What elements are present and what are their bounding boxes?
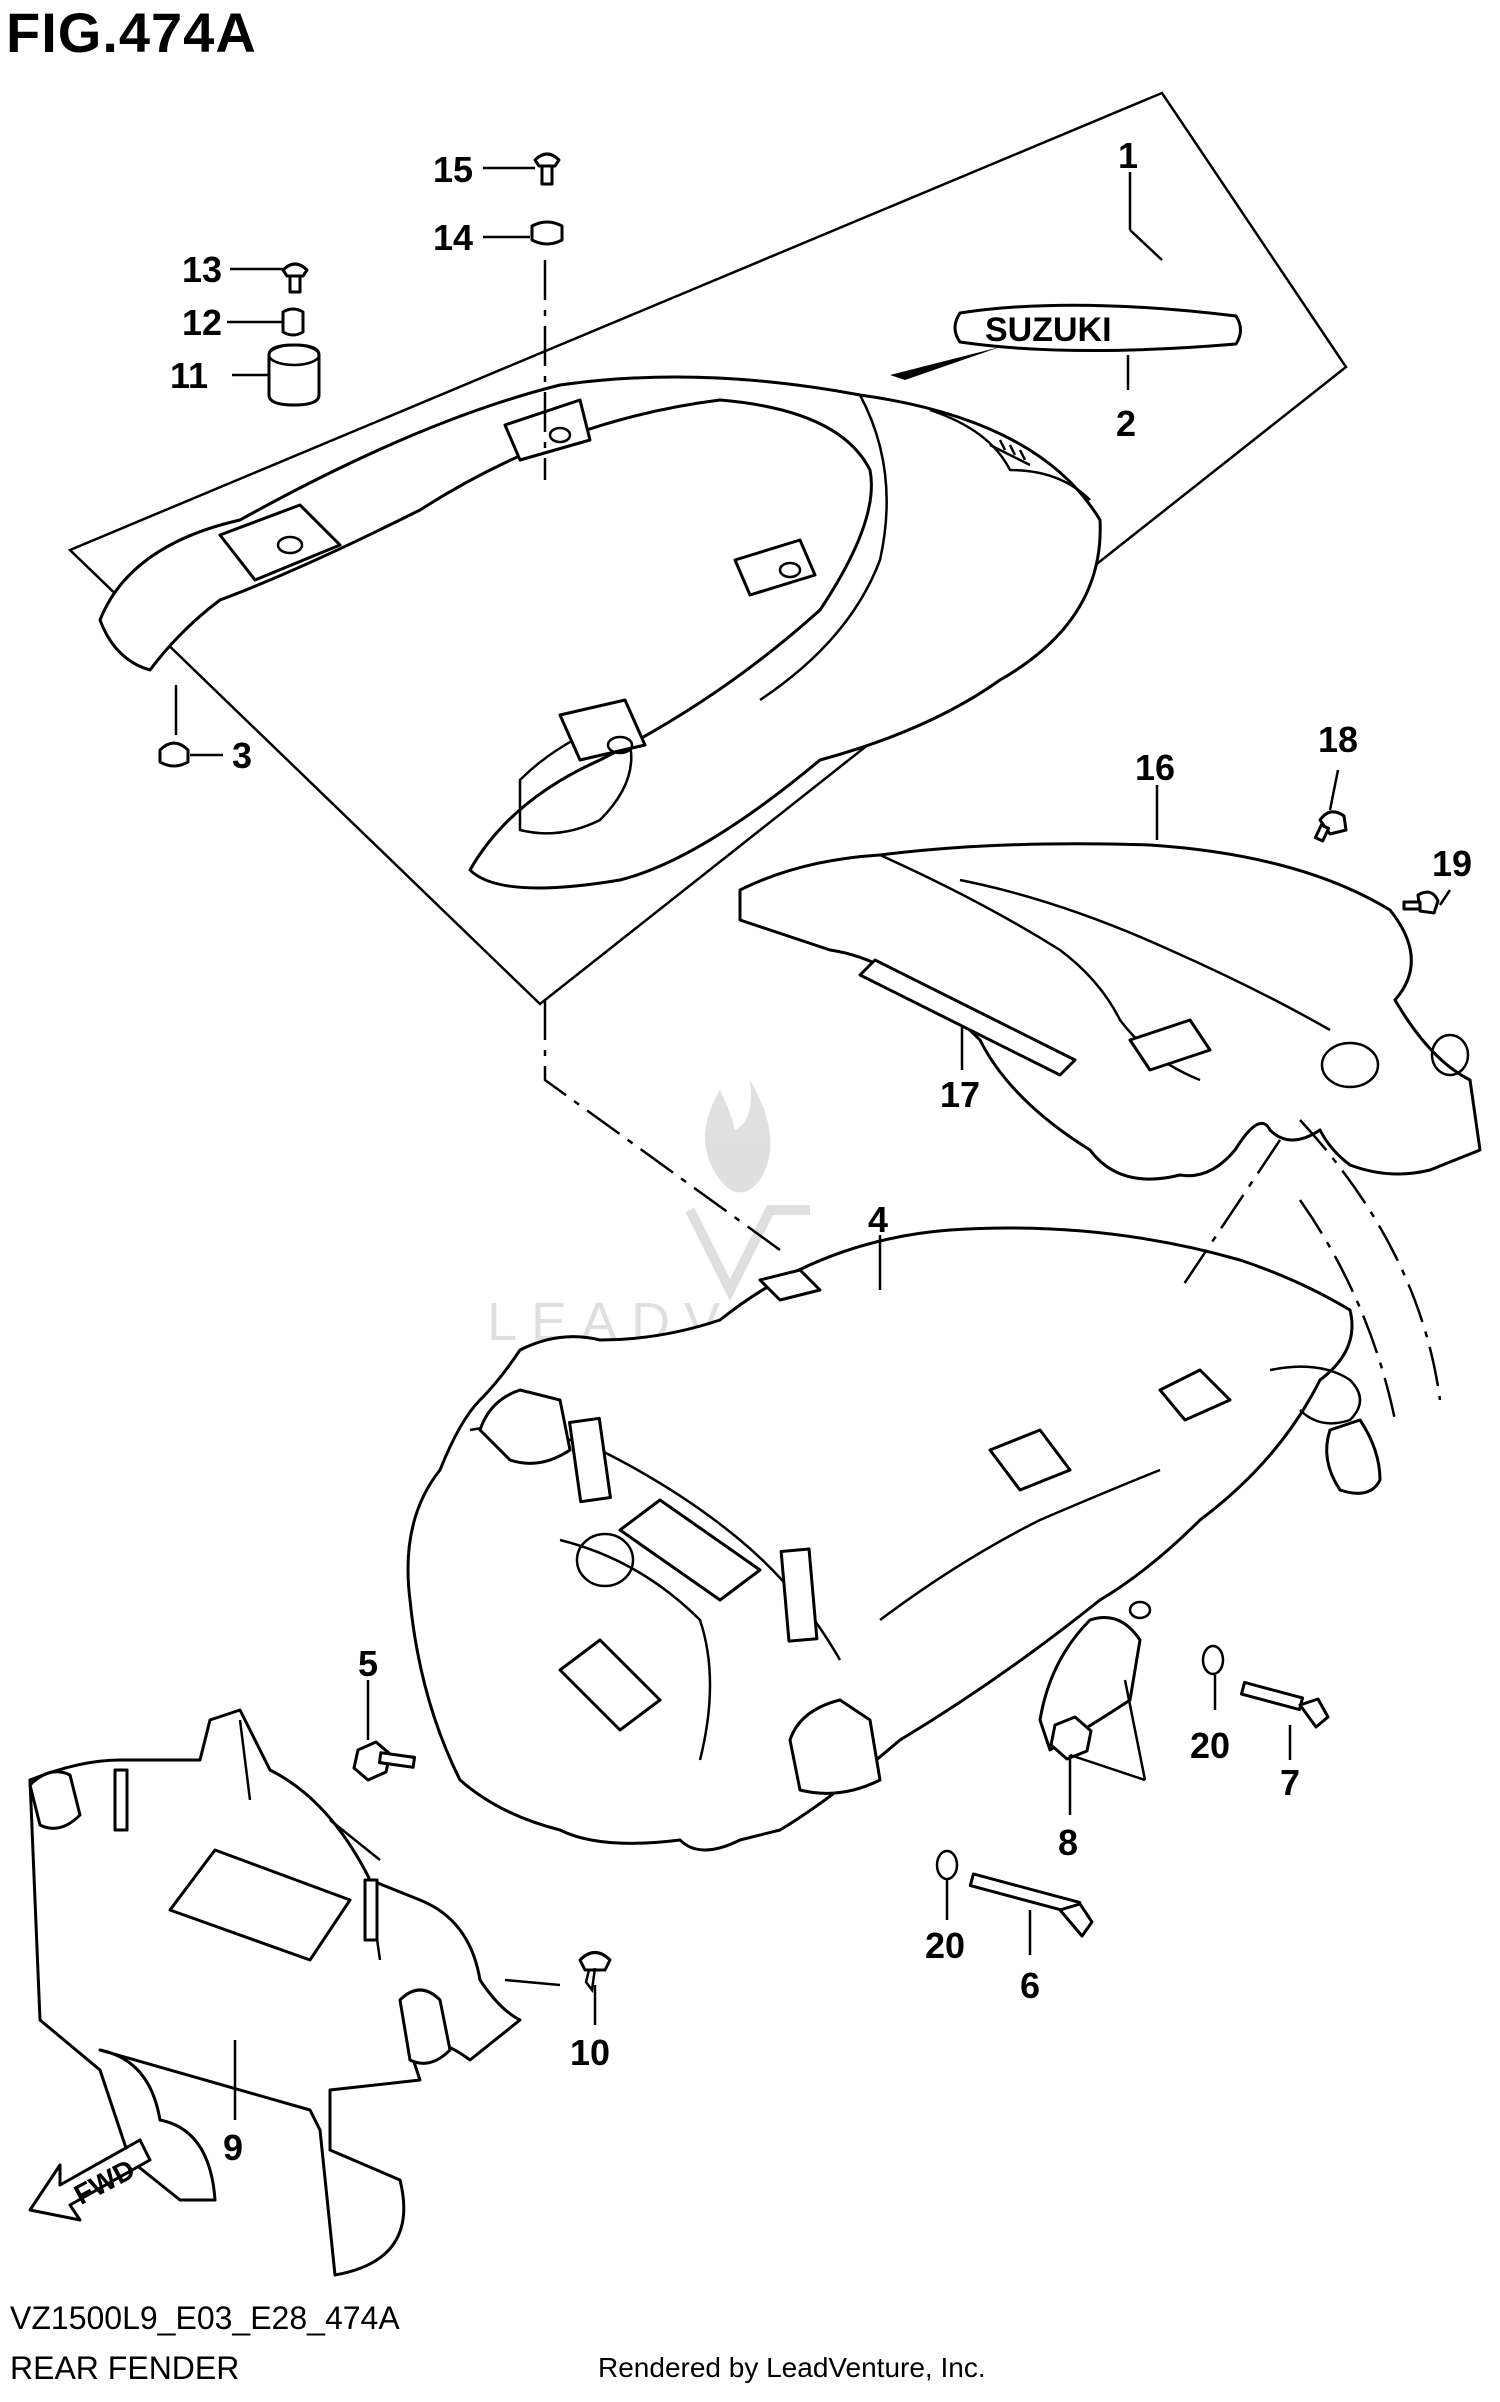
callout-18: 18 xyxy=(1318,719,1358,760)
callout-17: 17 xyxy=(940,1074,980,1115)
leader-lines xyxy=(174,166,1452,2120)
callout-20b: 20 xyxy=(925,1925,965,1966)
callout-16: 16 xyxy=(1135,747,1175,788)
callout-5: 5 xyxy=(358,1643,378,1684)
callout-7: 7 xyxy=(1280,1762,1300,1803)
callout-9: 9 xyxy=(223,2127,243,2168)
svg-text:SUZUKI: SUZUKI xyxy=(985,311,1112,349)
rear-fender-bracket-9 xyxy=(28,1708,522,2277)
callout-6: 6 xyxy=(1020,1965,1040,2006)
fwd-direction-arrow: FWD xyxy=(28,2138,152,2222)
figure-title: FIG.474A xyxy=(6,1,257,64)
render-credit: Rendered by LeadVenture, Inc. xyxy=(598,2352,986,2383)
suzuki-emblem: SUZUKI xyxy=(890,303,1242,380)
callout-12: 12 xyxy=(182,302,222,343)
rubber-strip-17 xyxy=(858,958,1077,1077)
callout-8: 8 xyxy=(1058,1822,1078,1863)
callout-4: 4 xyxy=(868,1199,888,1240)
model-code: VZ1500L9_E03_E28_474A xyxy=(10,2300,400,2336)
callout-labels: 1 2 3 4 5 6 7 8 9 10 11 12 13 14 15 16 1… xyxy=(170,135,1472,2168)
seat-tail-cowl xyxy=(98,375,1102,890)
callout-14: 14 xyxy=(433,217,473,258)
bolts-18-19 xyxy=(1313,810,1440,915)
fasteners xyxy=(352,1644,1330,1994)
callout-1: 1 xyxy=(1118,135,1138,176)
callout-13: 13 xyxy=(182,249,222,290)
hardware-left-group xyxy=(158,152,564,768)
assembly-center-lines xyxy=(543,260,1442,1421)
callout-3: 3 xyxy=(232,735,252,776)
inner-rear-fender-4 xyxy=(406,1226,1382,1852)
callout-15: 15 xyxy=(433,149,473,190)
callout-10: 10 xyxy=(570,2032,610,2073)
callout-19: 19 xyxy=(1432,843,1472,884)
diagram-name: REAR FENDER xyxy=(10,2350,240,2386)
callout-20a: 20 xyxy=(1190,1725,1230,1766)
callout-11: 11 xyxy=(170,355,208,396)
rear-mudguard-16 xyxy=(738,842,1482,1181)
seat-cowl-box xyxy=(67,91,1348,1006)
callout-2: 2 xyxy=(1116,403,1136,444)
